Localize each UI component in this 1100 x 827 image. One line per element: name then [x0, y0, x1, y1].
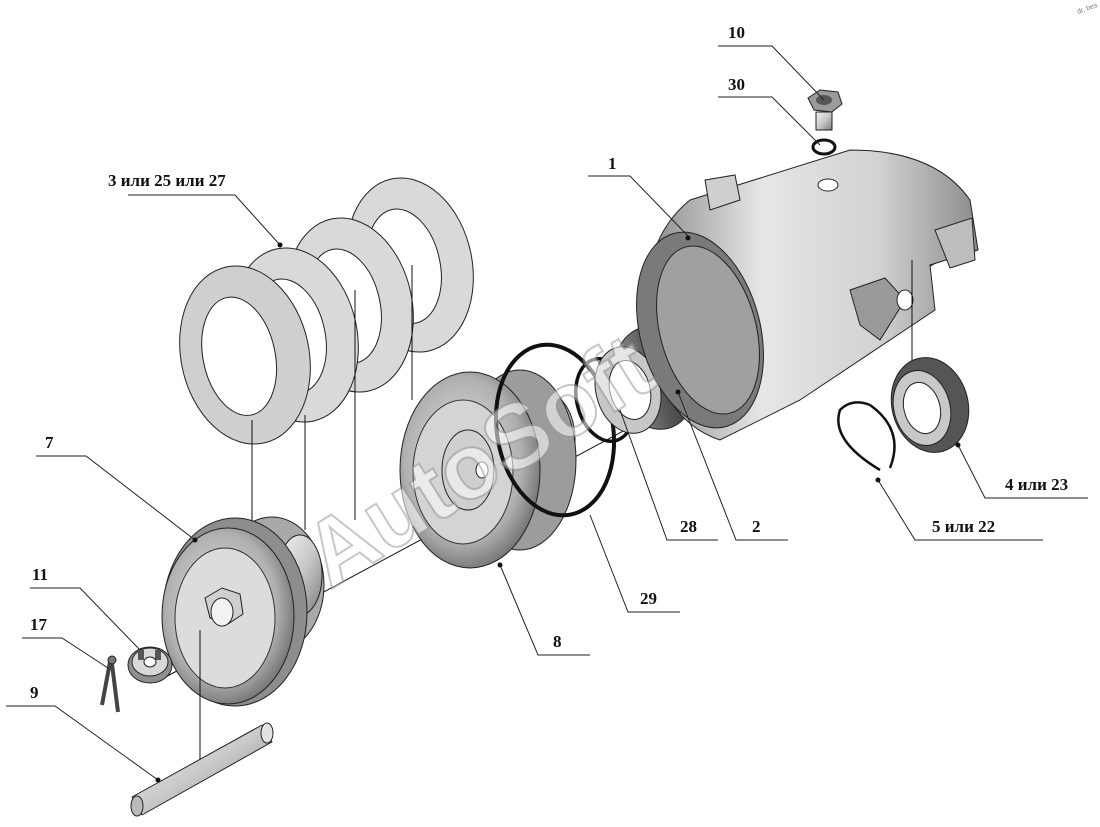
spring-washers [179, 177, 474, 540]
callout-10: 10 [728, 23, 745, 42]
housing-1 [636, 149, 979, 441]
callout-labels: 10 30 1 3 или 25 или 27 7 11 17 9 8 29 2… [30, 23, 1068, 702]
washer-30 [811, 138, 837, 156]
callout-3-25-27: 3 или 25 или 27 [108, 171, 226, 190]
callout-30: 30 [728, 75, 745, 94]
callout-2: 2 [752, 517, 761, 536]
leader-lines [6, 45, 1088, 783]
cotter-pin-17 [100, 655, 120, 713]
shaft-9 [130, 722, 274, 817]
plug-10 [807, 89, 843, 131]
callout-11: 11 [32, 565, 48, 584]
callout-4-23: 4 или 23 [1005, 475, 1068, 494]
corner-mark: dr. bes [1076, 2, 1099, 16]
hub-8 [399, 369, 577, 569]
callout-9: 9 [30, 683, 39, 702]
seal-4 [890, 357, 970, 453]
snap-ring-5 [837, 401, 896, 472]
callout-5-22: 5 или 22 [932, 517, 995, 536]
callout-7: 7 [45, 433, 54, 452]
callout-8: 8 [553, 632, 562, 651]
callout-29: 29 [640, 589, 657, 608]
callout-1: 1 [608, 154, 617, 173]
pulley-7 [161, 516, 325, 760]
castle-nut-11 [127, 646, 173, 684]
callout-28: 28 [680, 517, 697, 536]
callout-17: 17 [30, 615, 48, 634]
